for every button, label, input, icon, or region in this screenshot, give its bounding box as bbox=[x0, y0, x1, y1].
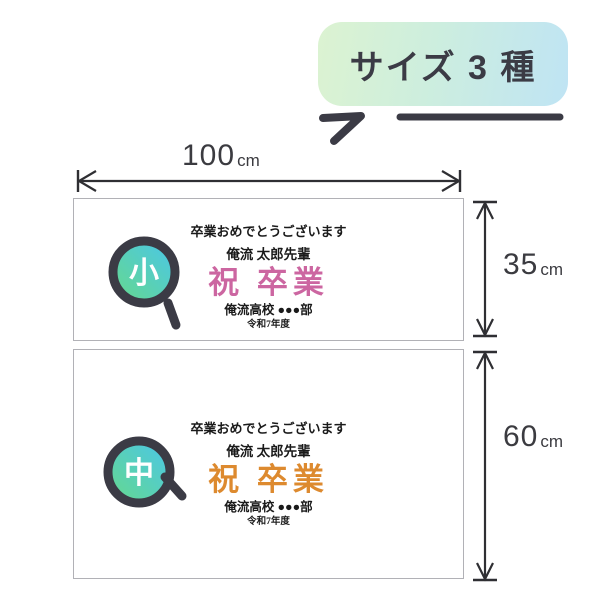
magnifier-small-icon: 小 bbox=[108, 236, 181, 330]
height-small-value: 35 bbox=[503, 248, 539, 281]
banner-preview-small: 小 卒業おめでとうございます 俺流 太郎先輩 祝 卒業 俺流高校 ●●●部 令和… bbox=[73, 198, 464, 341]
size-count-badge: サイズ 3 種 bbox=[318, 22, 568, 106]
height-medium-value: 60 bbox=[503, 420, 539, 453]
size-kanji-medium: 中 bbox=[124, 457, 154, 490]
width-dimension-arrow bbox=[76, 170, 462, 192]
size-kanji-small: 小 bbox=[129, 257, 159, 290]
team-text: 俺流高校 ●●●部 bbox=[224, 303, 313, 317]
height-dimension-arrow-medium bbox=[473, 350, 497, 582]
headline-text: 祝 卒業 bbox=[208, 265, 329, 300]
year-text: 令和7年度 bbox=[247, 320, 290, 330]
banner-medium-text: 卒業おめでとうございます 俺流 太郎先輩 祝 卒業 俺流高校 ●●●部 令和7年… bbox=[74, 350, 463, 578]
magnifier-medium-icon: 中 bbox=[103, 436, 187, 508]
height-small-unit: cm bbox=[540, 260, 564, 279]
width-dimension-label: 100 cm bbox=[182, 141, 260, 171]
brush-underline-icon bbox=[319, 112, 564, 145]
height-dimension-label-small: 35 cm bbox=[503, 250, 563, 280]
year-text: 令和7年度 bbox=[247, 517, 290, 527]
team-text: 俺流高校 ●●●部 bbox=[224, 500, 313, 514]
height-dimension-label-medium: 60 cm bbox=[503, 422, 563, 452]
banner-small-text: 卒業おめでとうございます 俺流 太郎先輩 祝 卒業 俺流高校 ●●●部 令和7年… bbox=[74, 199, 463, 340]
width-value: 100 bbox=[182, 139, 236, 172]
height-dimension-arrow-small bbox=[473, 200, 497, 338]
recipient-text: 俺流 太郎先輩 bbox=[226, 444, 311, 459]
headline-text: 祝 卒業 bbox=[208, 462, 329, 497]
recipient-text: 俺流 太郎先輩 bbox=[226, 247, 311, 262]
banner-preview-medium: 中 卒業おめでとうございます 俺流 太郎先輩 祝 卒業 俺流高校 ●●●部 令和… bbox=[73, 349, 464, 579]
size-count-label: サイズ 3 種 bbox=[349, 48, 537, 87]
greeting-text: 卒業おめでとうございます bbox=[190, 421, 347, 436]
height-medium-unit: cm bbox=[540, 432, 564, 451]
greeting-text: 卒業おめでとうございます bbox=[190, 224, 347, 239]
width-unit: cm bbox=[237, 151, 260, 170]
